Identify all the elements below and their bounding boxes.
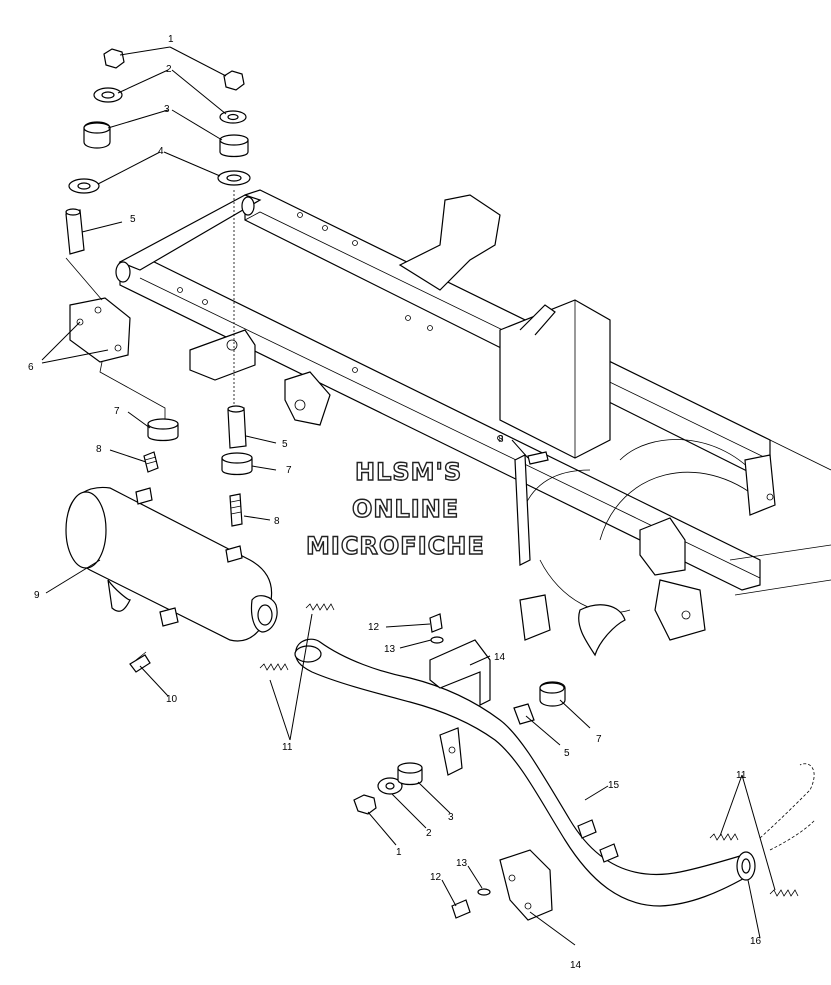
callout-13-bottom: 13 xyxy=(456,858,468,869)
muffler xyxy=(65,486,278,673)
callout-8-right: 8 xyxy=(498,434,504,445)
callout-5-mid: 5 xyxy=(282,439,288,450)
exhaust-pipe xyxy=(259,603,816,921)
callout-4-top: 4 xyxy=(158,146,164,157)
callout-14-top: 14 xyxy=(494,652,506,663)
callout-1-top: 1 xyxy=(168,34,174,45)
callout-labels: 1 2 3 4 5 6 7 8 5 7 8 8 9 10 11 12 13 14… xyxy=(28,34,762,971)
callout-7-right: 7 xyxy=(596,734,602,745)
callout-12-bottom: 12 xyxy=(430,872,442,883)
callout-12-top: 12 xyxy=(368,622,380,633)
callout-6: 6 xyxy=(28,362,34,373)
callout-7-left: 7 xyxy=(114,406,120,417)
callout-8-mid: 8 xyxy=(274,516,280,527)
callout-14-bottom: 14 xyxy=(570,960,582,971)
watermark-line-1: HLSM'S xyxy=(355,458,462,486)
right-hardware-stack xyxy=(217,70,549,527)
callout-10: 10 xyxy=(166,694,178,705)
leader-lines xyxy=(41,46,776,946)
callout-9: 9 xyxy=(34,590,40,601)
callout-16: 16 xyxy=(750,936,762,947)
callout-3-top: 3 xyxy=(164,104,170,115)
watermark: HLSM'S ONLINE MICROFICHE xyxy=(305,457,485,560)
callout-13-top: 13 xyxy=(384,644,396,655)
callout-2-bottom: 2 xyxy=(426,828,432,839)
callout-5-top: 5 xyxy=(130,214,136,225)
callout-8-left: 8 xyxy=(96,444,102,455)
callout-7-mid: 7 xyxy=(286,465,292,476)
left-hardware-stack xyxy=(65,48,179,473)
callout-15: 15 xyxy=(608,780,620,791)
callout-11-right: 11 xyxy=(736,770,747,781)
callout-2-top: 2 xyxy=(166,64,172,75)
callout-3-bottom: 3 xyxy=(448,812,454,823)
callout-5-right: 5 xyxy=(564,748,570,759)
watermark-line-3: MICROFICHE xyxy=(306,532,485,560)
frame-assembly xyxy=(115,189,831,657)
watermark-line-2: ONLINE xyxy=(352,495,459,523)
callout-1-bottom: 1 xyxy=(396,847,402,858)
callout-11-left: 11 xyxy=(282,742,293,753)
nut-left xyxy=(103,48,125,69)
